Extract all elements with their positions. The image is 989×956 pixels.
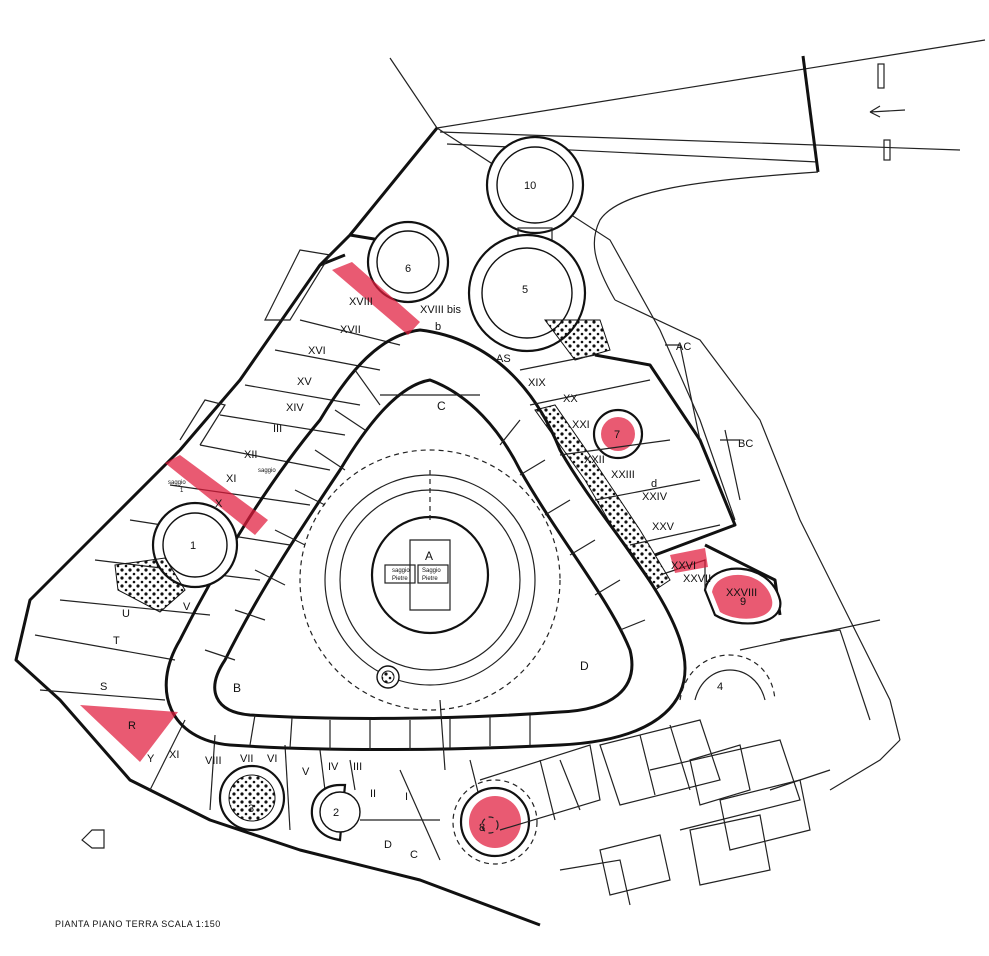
- tower-4: [679, 654, 776, 701]
- label-note-saggio-4: Saggio: [422, 568, 441, 574]
- label-XVI: XVI: [308, 345, 326, 357]
- label-XXV: XXV: [652, 521, 675, 533]
- tower-10: [485, 135, 585, 241]
- label-Y: Y: [147, 753, 155, 765]
- highlight-tower-7: [601, 417, 635, 451]
- label-C-lower: C: [410, 849, 418, 861]
- label-III-lower: III: [353, 761, 362, 773]
- label-tower-4: 4: [717, 681, 723, 693]
- highlight-room-R: [80, 705, 178, 762]
- label-court-C: C: [437, 399, 446, 413]
- label-note-saggio-1: saggio: [168, 480, 186, 486]
- label-XII: XII: [244, 449, 257, 461]
- label-court-B: B: [233, 681, 241, 695]
- tower-2: [310, 783, 361, 842]
- label-XI-upper: XI: [226, 473, 236, 485]
- entrance-arrow-icon: [81, 829, 105, 849]
- label-tower-1: 1: [190, 540, 196, 552]
- label-V-left: V: [183, 601, 191, 613]
- highlight-room-XVIII: [332, 262, 420, 335]
- north-arrow-icon: [869, 105, 906, 118]
- tower-1: [114, 501, 239, 613]
- plan-caption: PIANTA PIANO TERRA SCALA 1:150: [55, 919, 221, 929]
- label-U: U: [122, 608, 130, 620]
- label-note-1: 1: [180, 488, 184, 494]
- tower-6: [366, 220, 450, 304]
- label-VIII: VIII: [205, 755, 222, 767]
- label-XXIII: XXIII: [611, 469, 635, 481]
- label-XIV: XIV: [286, 402, 304, 414]
- label-VII: VII: [240, 753, 253, 765]
- label-XVIIIbis: XVIII bis: [420, 304, 461, 316]
- label-tower-8: 8: [479, 822, 485, 834]
- label-R: R: [128, 720, 136, 732]
- label-III: III: [273, 423, 282, 435]
- tower-8: [452, 779, 538, 865]
- label-X: X: [215, 498, 223, 510]
- label-VI: VI: [267, 753, 277, 765]
- label-XI-lower: XI: [169, 749, 179, 761]
- label-V-lower: V: [302, 766, 310, 778]
- label-note-pietre-2: Pietre: [422, 576, 438, 582]
- label-tower-7: 7: [614, 429, 620, 441]
- label-tower-10: 10: [524, 180, 536, 192]
- label-T: T: [113, 635, 120, 647]
- label-note-pietre-1: Pietre: [392, 576, 408, 582]
- label-tower-6: 6: [405, 263, 411, 275]
- central-court: [164, 328, 687, 801]
- label-b: b: [435, 321, 441, 333]
- left-room-divisions: [34, 249, 441, 861]
- label-court-D: D: [580, 659, 589, 673]
- label-XXII: XXII: [584, 454, 605, 466]
- right-room-divisions: [519, 344, 741, 590]
- lower-right-ruins: [479, 619, 881, 906]
- label-IV: IV: [328, 761, 339, 773]
- label-XV: XV: [297, 376, 312, 388]
- label-II: II: [370, 788, 376, 800]
- label-note-saggio-3: saggio: [392, 568, 410, 574]
- outer-enclosure: [14, 127, 541, 927]
- plan-labels: 10 5 6 7 1 3 2 8 9 4 A B C D XVIII XVIII…: [100, 180, 757, 861]
- label-XXVIII: XXVIII: [726, 587, 757, 599]
- tower-9: [703, 567, 782, 625]
- label-XX: XX: [563, 393, 578, 405]
- label-XVIII: XVIII: [349, 296, 373, 308]
- label-d: d: [651, 478, 657, 490]
- highlight-tower-9: [712, 574, 773, 619]
- label-tower-9: 9: [740, 596, 746, 608]
- highlight-room-XXVI: [670, 548, 708, 573]
- label-XXVII: XXVII: [683, 573, 711, 585]
- label-S: S: [100, 681, 107, 693]
- label-tower-5: 5: [522, 284, 528, 296]
- tower-3: [218, 764, 286, 832]
- highlight-room-X: [165, 455, 268, 535]
- label-XXIV: XXIV: [642, 491, 668, 503]
- label-XXVI: XXVI: [671, 560, 696, 572]
- label-AC: AC: [676, 341, 691, 353]
- label-I: I: [405, 791, 408, 803]
- label-XIX: XIX: [528, 377, 546, 389]
- label-XVII: XVII: [340, 324, 361, 336]
- label-court-A: A: [425, 549, 433, 563]
- highlight-tower-8: [469, 796, 521, 848]
- label-XXI: XXI: [572, 419, 590, 431]
- label-note-saggio-2: saggio: [258, 468, 276, 474]
- label-tower-2: 2: [333, 807, 339, 819]
- label-BC: BC: [738, 438, 753, 450]
- label-D-lower: D: [384, 839, 392, 851]
- label-tower-3: 3: [248, 803, 254, 815]
- label-AS: AS: [496, 353, 511, 365]
